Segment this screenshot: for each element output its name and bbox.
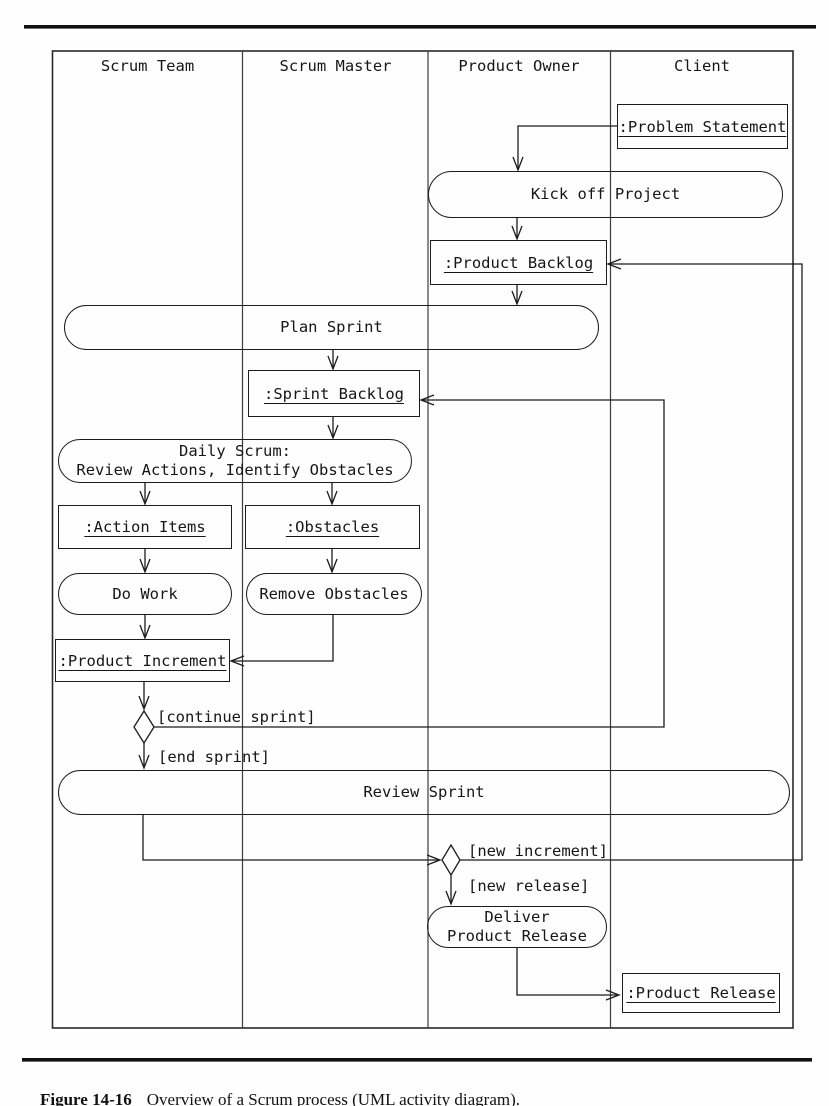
activity-deliver-release-line2: Product Release (447, 927, 587, 945)
object-obstacles-label: :Obstacles (285, 518, 380, 536)
edge-problem-to-kickoff (517, 125, 617, 168)
decision-release-diamond (441, 843, 461, 877)
edge-newincrement-loop (460, 263, 803, 861)
guard-new-increment: [new increment] (468, 842, 608, 860)
object-product-backlog-label: :Product Backlog (443, 253, 594, 272)
activity-kick-off-project: Kick off Project (428, 171, 783, 218)
connectors (142, 125, 803, 996)
object-product-increment: :Product Increment (55, 639, 230, 682)
activity-plan-sprint-label: Plan Sprint (280, 318, 383, 336)
object-sprint-backlog: :Sprint Backlog (248, 370, 420, 417)
arrowheads (138, 156, 622, 1001)
decision-sprint-diamond (133, 709, 155, 745)
object-product-release-label: :Product Release (626, 984, 776, 1002)
object-problem-statement-label: :Problem Statement (618, 117, 787, 136)
lane-header-scrum-master: Scrum Master (279, 57, 392, 75)
lane-header-product-owner: Product Owner (458, 57, 580, 75)
figure-caption: Figure 14-16 Overview of a Scrum process … (23, 1070, 813, 1106)
edge-deliver-to-release (516, 948, 617, 996)
activity-kick-off-project-label: Kick off Project (530, 185, 681, 203)
object-action-items: :Action Items (58, 505, 232, 549)
figure-caption-text: Overview of a Scrum process (UML activit… (146, 1090, 521, 1106)
swimlane-frame (51, 50, 794, 1029)
bottom-rule (22, 1058, 812, 1062)
activity-do-work-label: Do Work (112, 584, 178, 603)
activity-daily-scrum: Daily Scrum: Review Actions, Identify Ob… (58, 439, 412, 483)
lane-header-client: Client (674, 57, 730, 75)
object-sprint-backlog-label: :Sprint Backlog (264, 384, 404, 403)
guard-end-sprint: [end sprint] (158, 748, 270, 766)
guard-new-release: [new release] (468, 877, 590, 895)
edge-remove-to-increment (233, 615, 334, 662)
activity-remove-obstacles-label: Remove Obstacles (259, 584, 409, 603)
object-product-increment-label: :Product Increment (58, 651, 227, 670)
activity-do-work: Do Work (58, 573, 232, 615)
lane-header-scrum-team: Scrum Team (100, 57, 195, 75)
activity-review-sprint-label: Review Sprint (363, 783, 485, 801)
object-product-backlog: :Product Backlog (430, 240, 607, 285)
top-rule (24, 25, 816, 29)
activity-daily-scrum-line2: Review Actions, Identify Obstacles (76, 461, 394, 479)
edge-continue-loop (154, 399, 665, 728)
object-obstacles: :Obstacles (245, 505, 420, 549)
object-action-items-label: :Action Items (84, 518, 206, 536)
edge-review-to-decision2 (142, 815, 438, 861)
activity-review-sprint: Review Sprint (58, 770, 790, 815)
object-product-release: :Product Release (622, 973, 780, 1013)
guard-continue-sprint: [continue sprint] (157, 708, 316, 726)
activity-deliver-release-line1: Deliver (484, 908, 550, 926)
figure-caption-number: Figure 14-16 (40, 1090, 132, 1106)
activity-deliver-product-release: Deliver Product Release (427, 906, 607, 948)
activity-remove-obstacles: Remove Obstacles (246, 573, 422, 615)
object-problem-statement: :Problem Statement (617, 104, 788, 149)
activity-plan-sprint: Plan Sprint (64, 305, 599, 350)
activity-daily-scrum-line1: Daily Scrum: (179, 442, 291, 460)
